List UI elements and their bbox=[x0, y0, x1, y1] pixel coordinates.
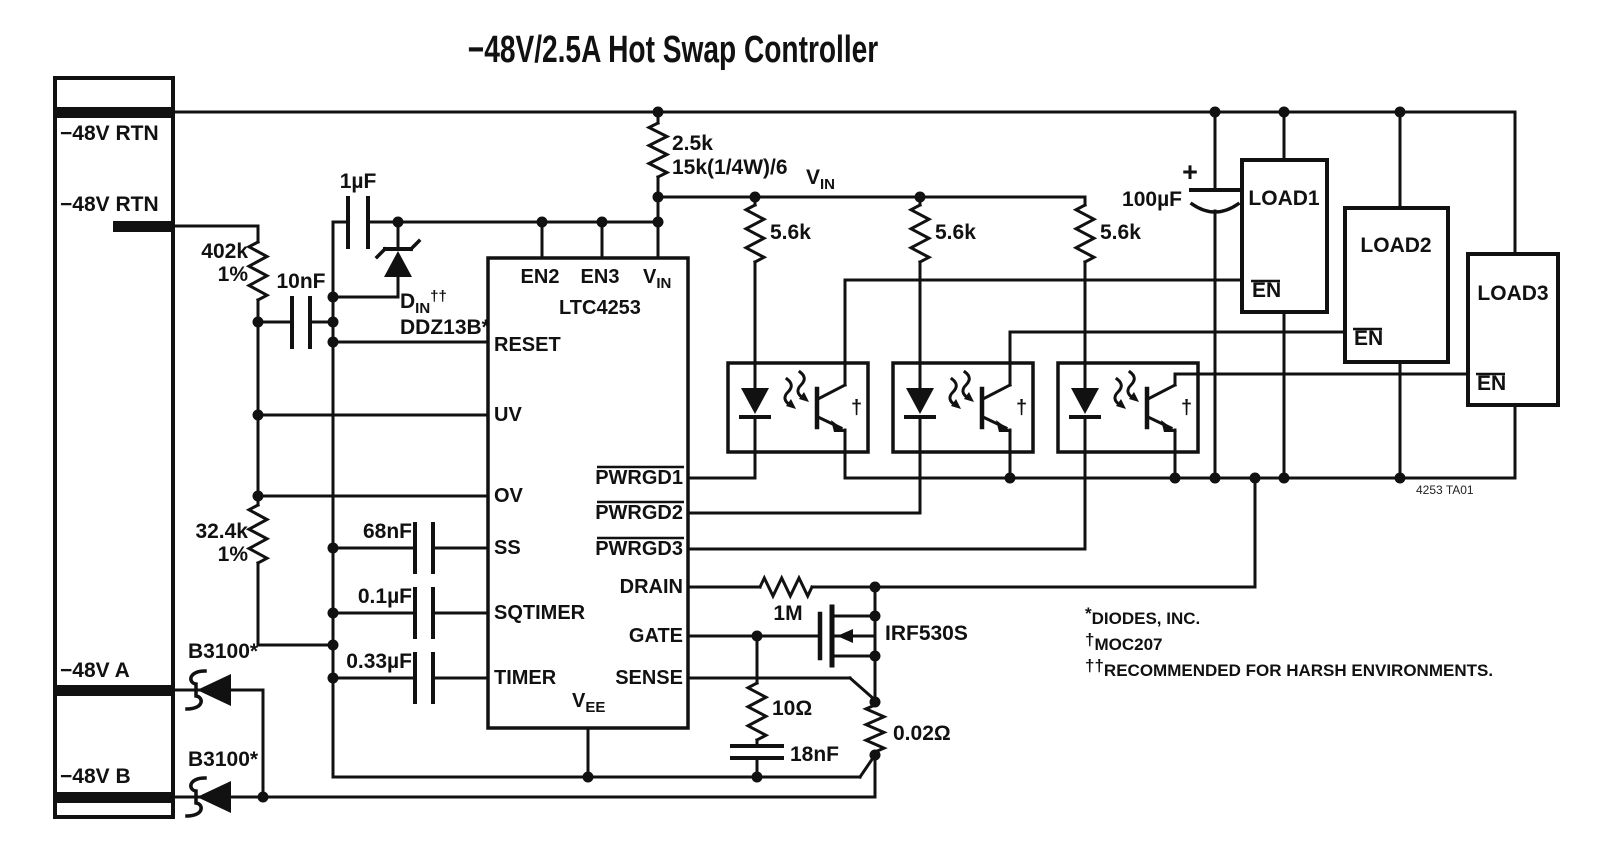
resistor-5.6k-2-label: 5.6k bbox=[935, 221, 976, 244]
mosfet-body-arrow bbox=[837, 629, 853, 643]
capacitor-100uf-label: 100µF bbox=[1122, 188, 1182, 211]
capacitor-68nf-label: 68nF bbox=[363, 520, 412, 543]
resistor-5.6k-1 bbox=[742, 202, 768, 265]
zener-diode-icon bbox=[384, 251, 412, 277]
optocoupler-1 bbox=[728, 363, 868, 452]
capacitor-0.33uf-label: 0.33µF bbox=[346, 650, 412, 673]
wire-segments bbox=[171, 110, 1517, 799]
chip-name: LTC4253 bbox=[559, 297, 641, 319]
schottky-cathode-icon bbox=[185, 776, 207, 818]
resistor-2.5k-label: 2.5k bbox=[672, 132, 713, 155]
resistor-0.02ohm-label: 0.02Ω bbox=[893, 722, 951, 745]
load3-en-label: EN bbox=[1477, 372, 1506, 395]
optocoupler-2 bbox=[893, 363, 1033, 452]
connector-pin-rtn2 bbox=[113, 221, 173, 232]
edge-connector: −48V RTN −48V RTN −48V A −48V B bbox=[53, 76, 175, 819]
resistor-0.02ohm bbox=[862, 703, 888, 754]
connector-outline bbox=[53, 76, 175, 819]
junction-dots bbox=[252, 106, 1406, 803]
load3-label: LOAD3 bbox=[1477, 282, 1548, 305]
pin-label-pwrgd1: PWRGD1 bbox=[595, 467, 683, 489]
connector-pin-a bbox=[57, 685, 173, 696]
resistor-2.5k bbox=[645, 120, 671, 180]
schottky-diode-b bbox=[185, 776, 231, 818]
resistor-10ohm bbox=[744, 680, 770, 743]
capacitor-1uf-label: 1µF bbox=[340, 170, 377, 193]
resistor-402k bbox=[245, 239, 271, 303]
pin-label-drain: DRAIN bbox=[620, 576, 683, 598]
schottky-cathode-icon bbox=[185, 669, 207, 711]
page-title: −48V/2.5A Hot Swap Controller bbox=[468, 29, 878, 71]
zener-part-label: DDZ13B* bbox=[400, 316, 491, 339]
connector-label-rtn1: −48V RTN bbox=[60, 122, 159, 145]
resistor-1m bbox=[757, 574, 815, 600]
schottky-diode-a bbox=[185, 669, 231, 711]
pin-label-en3: EN3 bbox=[581, 266, 620, 288]
zener-name-label: DIN†† bbox=[400, 288, 447, 317]
load1-en-label: EN bbox=[1252, 279, 1281, 302]
notes: *DIODES, INC. †MOC207 ††RECOMMENDED FOR … bbox=[1085, 604, 1493, 680]
diode-b-label: B3100* bbox=[188, 748, 259, 771]
capacitor-100uf-plus: + bbox=[1182, 157, 1198, 187]
pin-label-reset: RESET bbox=[494, 334, 561, 356]
resistor-1m-label: 1M bbox=[773, 602, 802, 625]
pin-label-pwrgd3: PWRGD3 bbox=[595, 538, 683, 560]
mosfet-label: IRF530S bbox=[885, 622, 968, 645]
optocoupler-3 bbox=[1058, 363, 1198, 452]
diode-icon bbox=[197, 781, 231, 813]
resistor-2.5k-note: 15k(1/4W)/6 bbox=[672, 156, 788, 179]
pin-label-ss: SS bbox=[494, 537, 521, 559]
load3-box: LOAD3 EN bbox=[1466, 252, 1560, 407]
resistor-5.6k-3-label: 5.6k bbox=[1100, 221, 1141, 244]
capacitor-18nf-label: 18nF bbox=[790, 743, 839, 766]
pin-label-vin: VIN bbox=[643, 266, 671, 292]
connector-pin-b bbox=[57, 792, 173, 803]
diode-a-label: B3100* bbox=[188, 640, 259, 663]
chip-body bbox=[486, 256, 690, 730]
resistor-5.6k-2 bbox=[907, 202, 933, 265]
pin-label-pwrgd2: PWRGD2 bbox=[595, 502, 683, 524]
load1-box: LOAD1 EN bbox=[1240, 158, 1329, 314]
note-line-2: †MOC207 bbox=[1085, 630, 1163, 654]
note-line-1: *DIODES, INC. bbox=[1085, 604, 1200, 628]
pin-label-ov: OV bbox=[494, 485, 524, 507]
pin-label-sense: SENSE bbox=[615, 667, 683, 689]
resistor-32.4k-label: 32.4k bbox=[195, 520, 248, 543]
chip-ltc4253: EN2 EN3 VIN LTC4253 RESET UV OV SS SQTIM… bbox=[486, 256, 690, 730]
resistor-5.6k-3 bbox=[1072, 202, 1098, 265]
connector-label-rtn2: −48V RTN bbox=[60, 193, 159, 216]
capacitor-0.1uf-label: 0.1µF bbox=[358, 585, 412, 608]
connector-pin-rtn1 bbox=[57, 107, 173, 118]
resistor-10ohm-label: 10Ω bbox=[772, 697, 812, 720]
diode-icon bbox=[197, 674, 231, 706]
connector-label-a: −48V A bbox=[60, 659, 130, 682]
resistor-402k-tol: 1% bbox=[218, 263, 249, 286]
load2-label: LOAD2 bbox=[1360, 234, 1431, 257]
resistor-32.4k-tol: 1% bbox=[218, 543, 249, 566]
pin-label-uv: UV bbox=[494, 404, 522, 426]
pin-label-sqtimer: SQTIMER bbox=[494, 602, 586, 624]
note-line-3: ††RECOMMENDED FOR HARSH ENVIRONMENTS. bbox=[1085, 656, 1493, 680]
connector-label-b: −48V B bbox=[60, 765, 131, 788]
pin-label-en2: EN2 bbox=[521, 266, 560, 288]
figure-id: 4253 TA01 bbox=[1416, 483, 1474, 497]
load2-box: LOAD2 EN bbox=[1343, 206, 1450, 364]
load2-en-label: EN bbox=[1354, 327, 1383, 350]
resistor-32.4k bbox=[245, 502, 271, 566]
capacitor-10nf-label: 10nF bbox=[276, 270, 325, 293]
pin-label-gate: GATE bbox=[629, 625, 683, 647]
resistor-5.6k-1-label: 5.6k bbox=[770, 221, 811, 244]
pin-label-vee: VEE bbox=[572, 690, 605, 716]
resistor-402k-label: 402k bbox=[201, 240, 248, 263]
pin-label-timer: TIMER bbox=[494, 667, 557, 689]
load1-label: LOAD1 bbox=[1248, 187, 1319, 210]
vin-net-label: VIN bbox=[806, 166, 835, 193]
